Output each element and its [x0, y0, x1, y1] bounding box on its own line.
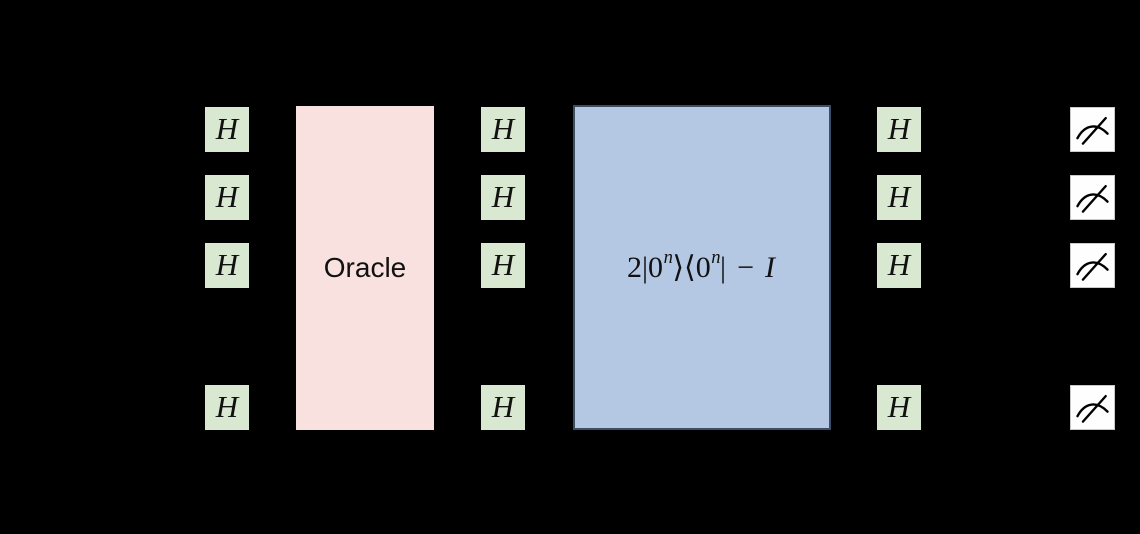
h-gate: H [481, 385, 525, 430]
h-gate: H [205, 243, 249, 288]
diffusion-operator-box: 2|0n⟩⟨0n|−I [573, 105, 831, 430]
h-gate: H [877, 385, 921, 430]
h-gate: H [877, 107, 921, 152]
measurement-gauge-icon [1076, 252, 1109, 281]
h-gate: H [205, 175, 249, 220]
measurement-box [1070, 243, 1115, 288]
measurement-box [1070, 175, 1115, 220]
h-gate: H [481, 107, 525, 152]
h-gate: H [877, 243, 921, 288]
measurement-box [1070, 385, 1115, 430]
measurement-box [1070, 107, 1115, 152]
diffusion-label: 2|0n⟩⟨0n|−I [627, 247, 775, 284]
h-gate: H [205, 107, 249, 152]
measurement-gauge-icon [1076, 184, 1109, 213]
measurement-gauge-icon [1076, 394, 1109, 423]
h-gate: H [481, 175, 525, 220]
oracle-label: Oracle [323, 252, 407, 283]
measurement-gauge-icon [1076, 116, 1109, 145]
h-gate: H [877, 175, 921, 220]
h-gate: H [205, 385, 249, 430]
h-gate: H [481, 243, 525, 288]
oracle-box: Oracle [296, 106, 434, 430]
